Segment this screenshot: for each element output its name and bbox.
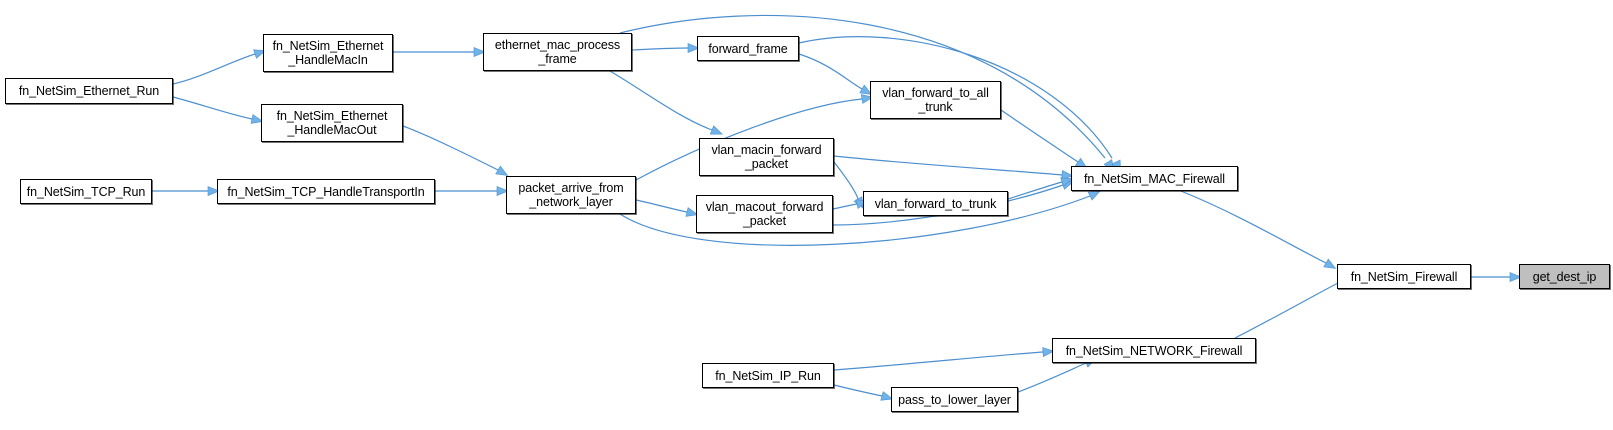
arrow-head	[207, 186, 220, 196]
arrow-head	[496, 186, 509, 196]
edge-vlan_fwd_trunk-to-mac_firewall	[1007, 181, 1063, 200]
arrow-head	[1509, 272, 1522, 282]
node-handle_macin[interactable]: fn_NetSim_Ethernet _HandleMacIn	[263, 34, 393, 72]
arrow-head	[709, 125, 723, 135]
node-firewall[interactable]: fn_NetSim_Firewall	[1337, 264, 1471, 289]
arrow-head	[1042, 347, 1055, 357]
edge-packet_arrive-to-vlan_macout_fwd	[635, 199, 688, 213]
arrow-head	[859, 84, 873, 95]
node-tcp_run[interactable]: fn_NetSim_TCP_Run	[20, 179, 152, 204]
edge-ip_run-to-pass_to_lower	[833, 384, 883, 397]
edge-mac_firewall-to-firewall	[1180, 190, 1327, 264]
arrow-head	[880, 391, 894, 401]
node-mac_process_frame[interactable]: ethernet_mac_process _frame	[483, 33, 632, 71]
node-vlan_macin_fwd[interactable]: vlan_macin_forward _packet	[699, 138, 834, 176]
arrow-head	[685, 207, 699, 217]
edge-network_firewall-to-firewall	[1234, 280, 1343, 339]
node-ethernet_run[interactable]: fn_NetSim_Ethernet_Run	[5, 78, 173, 104]
node-mac_firewall[interactable]: fn_NetSim_MAC_Firewall	[1071, 166, 1238, 191]
edge-ip_run-to-network_firewall	[833, 351, 1044, 371]
edge-vlan_macin_fwd-to-mac_firewall	[833, 155, 1063, 176]
arrow-head	[687, 43, 700, 53]
arrow-head	[253, 49, 267, 59]
node-network_firewall[interactable]: fn_NetSim_NETWORK_Firewall	[1052, 338, 1256, 363]
node-handle_macout[interactable]: fn_NetSim_Ethernet _HandleMacOut	[261, 104, 403, 142]
arrow-head	[250, 114, 264, 124]
edge-vlan_macout_fwd-to-vlan_fwd_trunk	[832, 203, 858, 210]
edge-mac_process_frame-to-vlan_macin_fwd	[609, 70, 713, 131]
node-ip_run[interactable]: fn_NetSim_IP_Run	[702, 363, 834, 388]
edge-ethernet_run-to-handle_macin	[172, 53, 256, 85]
node-pass_to_lower[interactable]: pass_to_lower_layer	[891, 387, 1018, 412]
node-packet_arrive[interactable]: packet_arrive_from _network_layer	[506, 176, 636, 214]
arrow-head	[860, 94, 874, 104]
node-forward_frame[interactable]: forward_frame	[697, 36, 799, 61]
arrow-head	[1323, 258, 1337, 269]
node-tcp_handle_tin[interactable]: fn_NetSim_TCP_HandleTransportIn	[217, 179, 435, 204]
node-vlan_fwd_all_trunk[interactable]: vlan_forward_to_all _trunk	[870, 81, 1001, 119]
arrow-head	[1060, 177, 1074, 187]
node-get_dest_ip[interactable]: get_dest_ip	[1519, 264, 1610, 289]
arrow-head	[1087, 190, 1101, 201]
arrow-head	[473, 47, 486, 57]
node-vlan_macout_fwd[interactable]: vlan_macout_forward _packet	[696, 195, 833, 233]
edge-forward_frame-to-vlan_fwd_all_trunk	[798, 53, 863, 90]
edge-mac_process_frame-to-mac_firewall	[619, 14, 1106, 159]
edge-mac_process_frame-to-forward_frame	[631, 47, 689, 51]
edge-forward_frame-to-mac_firewall	[798, 36, 1113, 159]
edge-pass_to_lower-to-network_firewall	[1017, 362, 1087, 393]
edge-handle_macout-to-packet_arrive	[402, 125, 499, 171]
arrow-head	[495, 165, 509, 176]
node-vlan_fwd_trunk[interactable]: vlan_forward_to_trunk	[863, 191, 1008, 216]
edge-vlan_fwd_all_trunk-to-mac_firewall	[1000, 109, 1079, 163]
edge-packet_arrive-to-mac_firewall	[619, 195, 1091, 246]
arrow-head	[1061, 170, 1074, 180]
edge-ethernet_run-to-handle_macout	[172, 96, 253, 120]
edge-packet_arrive-to-vlan_fwd_all_trunk	[635, 98, 863, 181]
edge-vlan_macin_fwd-to-vlan_fwd_trunk	[833, 161, 859, 200]
